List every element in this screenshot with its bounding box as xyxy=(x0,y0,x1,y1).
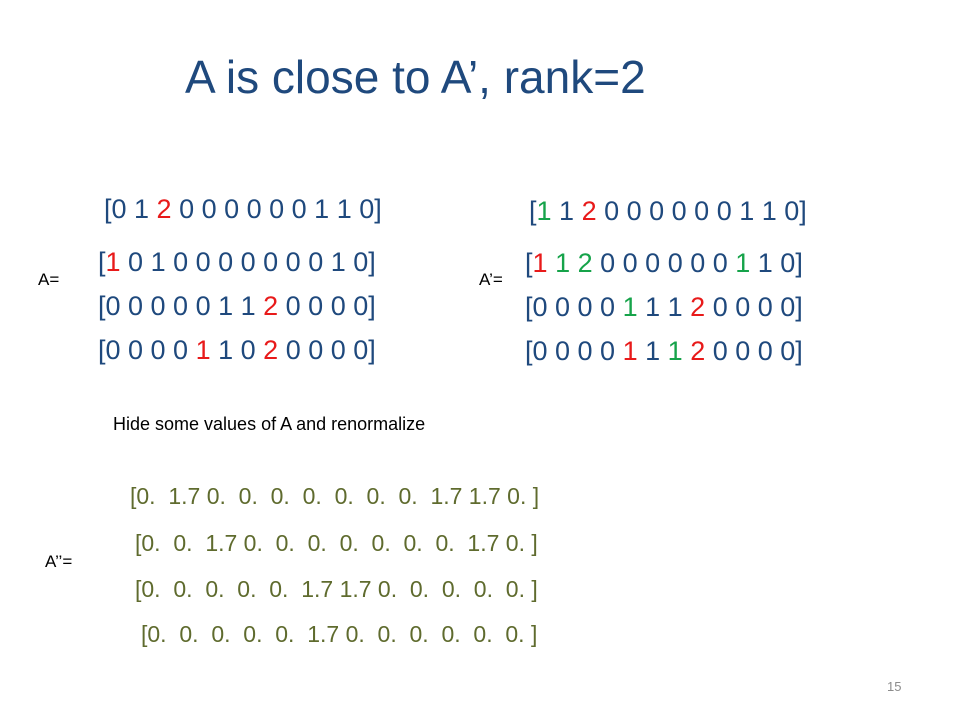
matrix-entry-segment: 0 0 0 0] xyxy=(705,292,803,322)
matrix-entry-segment: 1 0 xyxy=(210,335,264,365)
matrix-a-double-prime-row: [0. 0. 0. 0. 0. 1.7 0. 0. 0. 0. 0. 0. ] xyxy=(141,621,538,647)
matrix-entry-segment: 2 xyxy=(263,291,279,321)
matrix-entry-segment: [0 0 0 0 xyxy=(98,335,196,365)
matrix-a-double-prime-row: [0. 0. 0. 0. 0. 1.7 1.7 0. 0. 0. 0. 0. ] xyxy=(135,576,538,602)
matrix-entry-segment: 1 xyxy=(532,248,548,278)
matrix-a-double-prime-row: [0. 1.7 0. 0. 0. 0. 0. 0. 0. 1.7 1.7 0. … xyxy=(130,483,540,509)
matrix-entry-segment: 1 xyxy=(667,336,683,366)
matrix-a-row: [0 0 0 0 1 1 0 2 0 0 0 0] xyxy=(98,337,376,364)
matrix-entry-segment: [0 0 0 0 xyxy=(525,336,623,366)
instruction-note: Hide some values of A and renormalize xyxy=(113,414,426,434)
matrix-a-prime-label: A’= xyxy=(479,270,503,289)
matrix-entry-segment: 0 0 0 0] xyxy=(278,291,376,321)
matrix-entry-segment xyxy=(570,248,578,278)
matrix-entry-segment: 2 xyxy=(581,196,597,226)
matrix-entry-segment: [0 0 0 0 0 1 1 xyxy=(98,291,264,321)
matrix-entry-segment: [0 1 xyxy=(104,194,157,224)
matrix-entry-segment: 0 0 0 0 0 0 xyxy=(592,248,736,278)
matrix-entry-segment: 1 xyxy=(735,248,751,278)
matrix-a-prime-row: [1 1 2 0 0 0 0 0 0 1 1 0] xyxy=(529,198,807,225)
matrix-a-row: [1 0 1 0 0 0 0 0 0 0 1 0] xyxy=(98,249,376,276)
matrix-a-prime-row: [0 0 0 0 1 1 1 2 0 0 0 0] xyxy=(525,338,803,365)
matrix-a-prime-row: [0 0 0 0 1 1 1 2 0 0 0 0] xyxy=(525,294,803,321)
matrix-entry-segment: 0 0 0 0] xyxy=(705,336,803,366)
matrix-entry-segment: 1 1 xyxy=(637,292,691,322)
matrix-a-row: [0 0 0 0 0 1 1 2 0 0 0 0] xyxy=(98,293,376,320)
matrix-entry-segment: 0 1 0 0 0 0 0 0 0 1 0] xyxy=(120,247,376,277)
matrix-entry-segment: 1 xyxy=(551,196,582,226)
matrix-entry-segment: 2 xyxy=(690,336,706,366)
matrix-entry-segment: 1 xyxy=(195,335,211,365)
matrix-entry-segment: 0 0 0 0] xyxy=(278,335,376,365)
matrix-entry-segment: 0 0 0 0 0 0 1 1 0] xyxy=(596,196,807,226)
matrix-entry-segment: 1 xyxy=(536,196,552,226)
matrix-entry-segment: 2 xyxy=(156,194,172,224)
matrix-entry-segment: 2 xyxy=(690,292,706,322)
page-number: 15 xyxy=(887,679,902,694)
matrix-a-label: A= xyxy=(38,270,60,289)
matrix-entry-segment: 1 xyxy=(622,336,638,366)
matrix-entry-segment: 2 xyxy=(263,335,279,365)
matrix-entry-segment: 1 xyxy=(555,248,571,278)
matrix-entry-segment: 1 xyxy=(105,247,121,277)
matrix-entry-segment: 0 0 0 0 0 0 1 1 0] xyxy=(171,194,382,224)
matrix-a-double-prime-row: [0. 0. 1.7 0. 0. 0. 0. 0. 0. 0. 1.7 0. ] xyxy=(135,530,538,556)
matrix-entry-segment: [ xyxy=(525,248,533,278)
matrix-entry-segment xyxy=(548,248,556,278)
matrix-entry-segment: [ xyxy=(529,196,537,226)
matrix-entry-segment: [ xyxy=(98,247,106,277)
matrix-entry-segment: 2 xyxy=(577,248,593,278)
slide-title: A is close to A’, rank=2 xyxy=(185,51,646,103)
matrix-entry-segment: 1 0] xyxy=(750,248,803,278)
matrix-entry-segment: 1 xyxy=(622,292,638,322)
matrix-entry-segment: 1 xyxy=(637,336,668,366)
matrix-a-prime-row: [1 1 2 0 0 0 0 0 0 1 1 0] xyxy=(525,250,803,277)
matrix-a-double-prime-label: A’’= xyxy=(45,552,73,571)
matrix-entry-segment: [0 0 0 0 xyxy=(525,292,623,322)
matrix-a-row: [0 1 2 0 0 0 0 0 0 1 1 0] xyxy=(104,196,382,223)
